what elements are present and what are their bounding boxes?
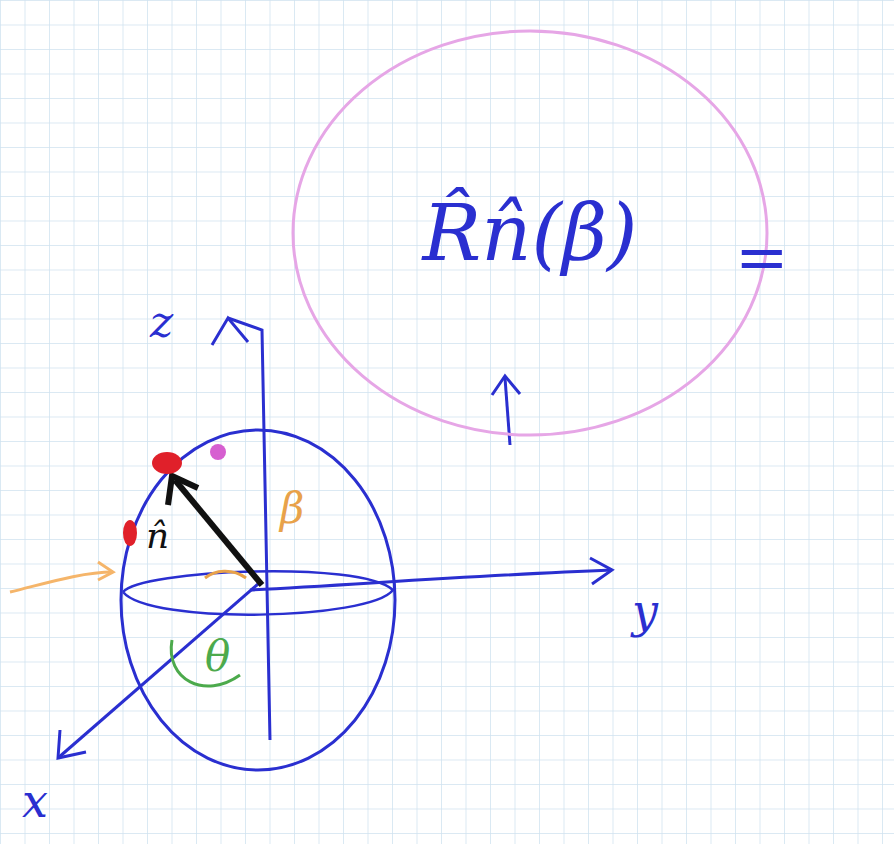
- circled-expression: R̂n̂(β): [290, 28, 770, 438]
- arrowhead: [168, 476, 198, 505]
- pointer-arrow: [10, 572, 113, 592]
- x-axis: [58, 584, 258, 758]
- math-label: n̂: [146, 518, 169, 554]
- math-label: x: [22, 778, 48, 824]
- point: [123, 520, 137, 546]
- sphere: [121, 430, 395, 770]
- z-axis: [228, 318, 270, 740]
- y-axis: [250, 570, 612, 590]
- ellipse-outline: [293, 31, 767, 435]
- arrowhead: [212, 318, 248, 345]
- math-label: z: [150, 300, 173, 344]
- math-label: =: [735, 225, 789, 289]
- operator-label: R̂n̂(β): [423, 194, 638, 272]
- point: [210, 444, 226, 460]
- arrowhead: [492, 376, 520, 395]
- math-label: θ: [205, 636, 230, 678]
- point: [152, 452, 182, 474]
- math-label: β: [280, 488, 304, 530]
- arrowhead: [58, 730, 86, 758]
- arrowhead: [98, 562, 113, 580]
- arrowhead: [590, 558, 612, 584]
- unit-vector: [175, 480, 262, 585]
- math-label: y: [632, 588, 658, 634]
- angle-arc: [205, 571, 246, 578]
